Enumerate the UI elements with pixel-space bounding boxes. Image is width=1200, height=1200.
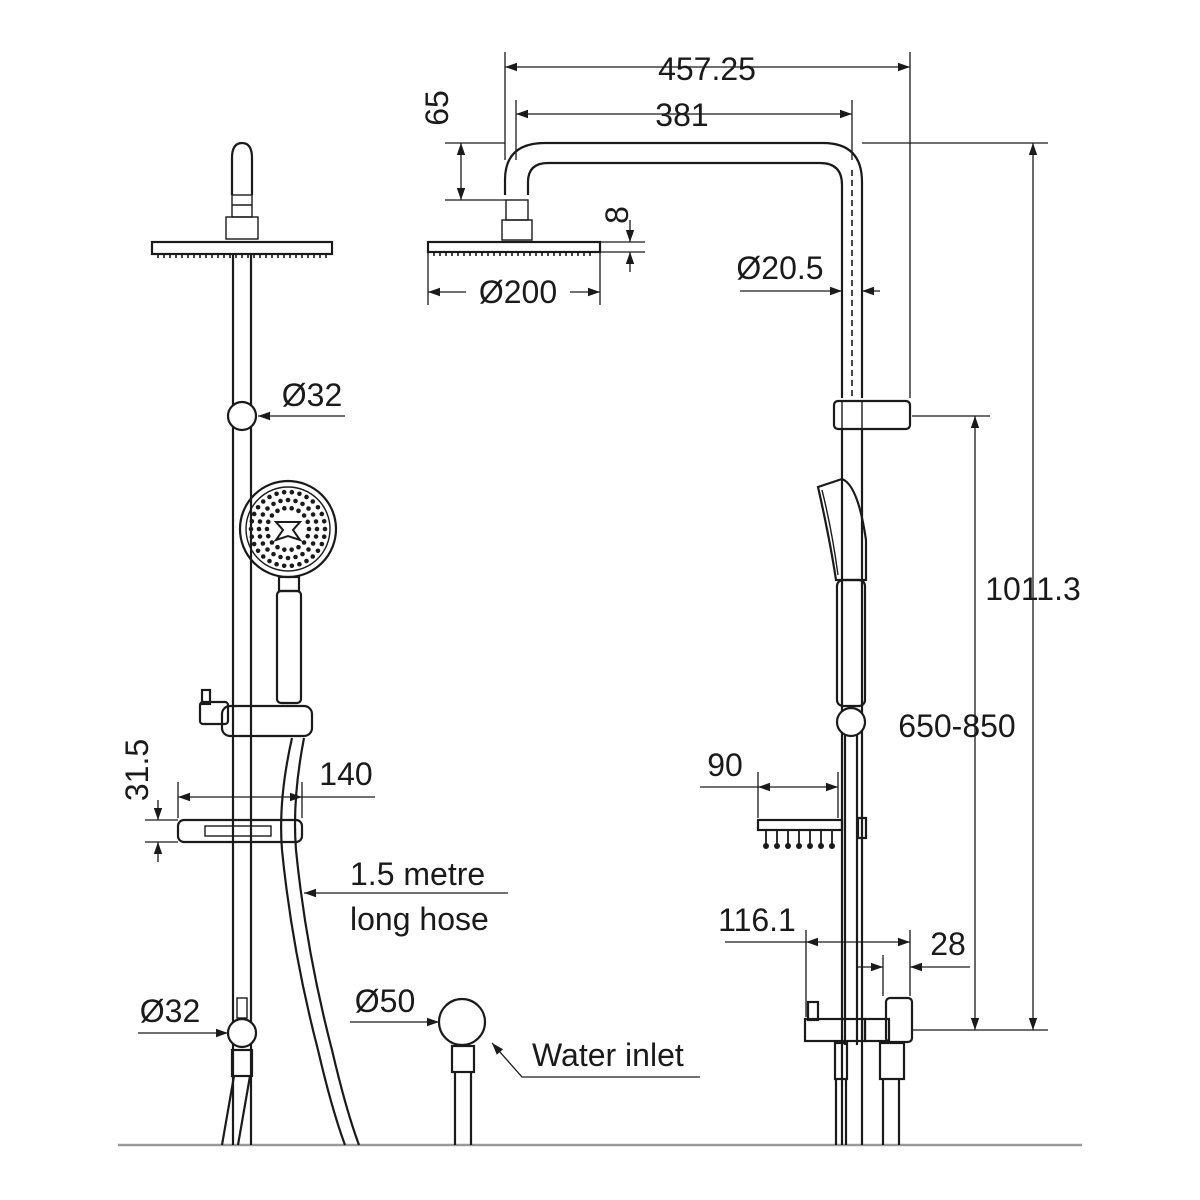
front-rain-head-nozzles [157, 254, 327, 258]
hand-shower-face [238, 479, 338, 579]
label-arm-drop: 65 [419, 90, 455, 126]
front-hose-outer [280, 737, 347, 1146]
label-inlet-diameter: Ø50 [355, 983, 415, 1019]
side-rain-head-nozzles [433, 252, 591, 256]
front-head-connector [225, 216, 259, 240]
label-soap-dish-width: 140 [319, 756, 372, 792]
label-hose-line-2: long hose [350, 901, 489, 937]
label-water-inlet: Water inlet [532, 1037, 684, 1073]
label-rail-diameter: Ø20.5 [736, 250, 823, 286]
label-hose-line-1: 1.5 metre [350, 856, 485, 892]
label-soap-dish-height: 31.5 [119, 739, 155, 801]
side-hand-shower-head [816, 477, 868, 582]
side-hose [843, 735, 859, 1045]
front-upper-joint [226, 400, 258, 432]
front-shower-arm [230, 141, 254, 195]
label-lower-joint-diameter: Ø32 [140, 993, 200, 1029]
dimension-labels: 457.25 381 65 8 Ø200 Ø20.5 Ø32 31.5 140 … [119, 51, 1081, 1073]
label-upper-joint-diameter: Ø32 [282, 377, 342, 413]
front-slider-bracket [198, 688, 314, 738]
label-overall-height: 1011.3 [985, 571, 1081, 607]
side-bottom-outlet [803, 996, 914, 1145]
water-inlet-hose [453, 1072, 473, 1145]
label-overall-width: 457.25 [658, 51, 756, 87]
side-hook-rack [756, 816, 868, 849]
side-head-connector [501, 219, 533, 241]
label-outlet-depth: 116.1 [718, 902, 796, 938]
front-soap-dish [176, 818, 304, 844]
label-outlet-offset: 28 [930, 926, 966, 962]
hand-shower-handle [275, 589, 303, 705]
front-lower-outlet [230, 1048, 254, 1078]
label-arm-width: 381 [655, 97, 708, 133]
front-lower-joint [226, 1017, 258, 1049]
side-rain-head [426, 240, 602, 254]
front-view [150, 141, 487, 1146]
hand-shower-neck [277, 575, 301, 593]
front-arm-nut [231, 194, 253, 218]
front-hose-inner [293, 737, 361, 1146]
front-rain-head [150, 240, 334, 256]
side-hand-shower-handle [835, 578, 867, 708]
side-hand-shower-holder [835, 706, 867, 738]
label-head-thickness: 8 [599, 206, 635, 224]
label-hook-depth: 90 [707, 747, 743, 783]
side-arm-outer [503, 141, 864, 398]
label-head-diameter: Ø200 [479, 274, 557, 310]
water-inlet-elbow [437, 997, 487, 1047]
side-view [426, 141, 914, 1145]
water-inlet-nut [450, 1044, 476, 1074]
label-slide-range: 650-850 [898, 708, 1015, 744]
side-top-bracket [832, 399, 912, 431]
side-arm-nut [505, 199, 529, 221]
front-lower-hose [220, 1075, 252, 1146]
dimension-lines [138, 52, 1048, 1078]
hand-shower-center-icon [273, 521, 303, 542]
side-arm-inner [526, 161, 844, 398]
front-stub-top [236, 997, 248, 1019]
